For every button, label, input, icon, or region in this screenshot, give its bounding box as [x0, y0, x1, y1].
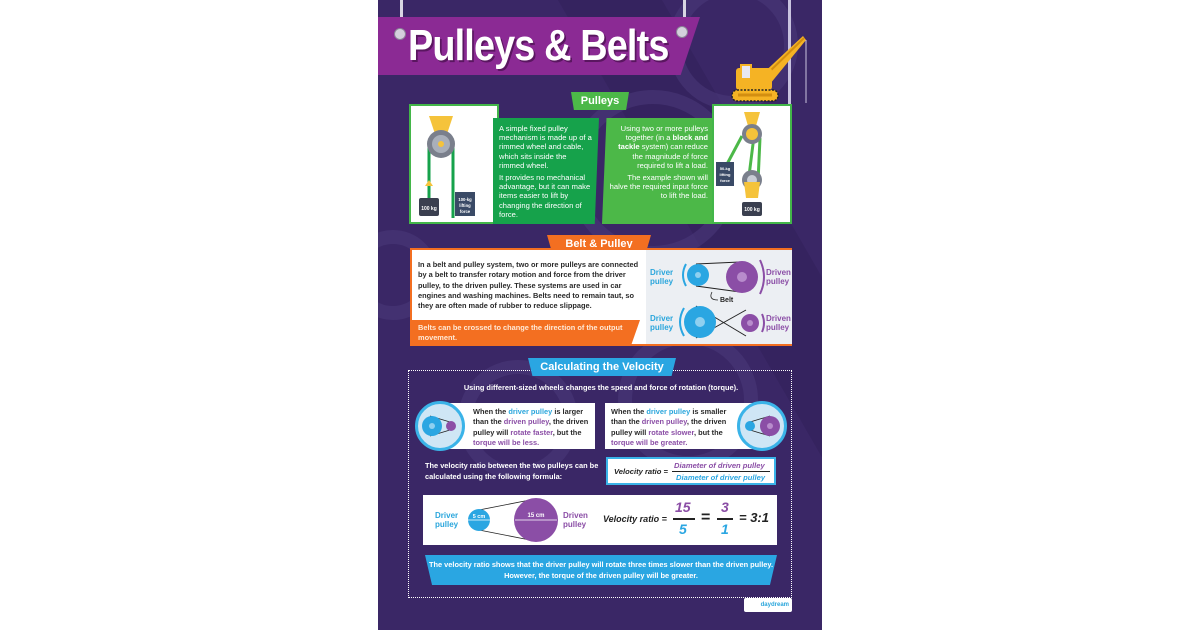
section-tag-velocity-ratio: Calculating the Velocity Ratio: [528, 358, 676, 376]
screw-icon: [676, 26, 688, 38]
fraction1-denominator: 5: [679, 521, 687, 537]
svg-text:force: force: [460, 209, 471, 214]
fixed-pulley-icon: 100 kg 100-kg lifting force: [419, 116, 475, 218]
driver-pulley-label-top: Driver pulley: [650, 268, 674, 286]
section-tag-pulleys: Pulleys: [571, 92, 629, 110]
belt-crossed-note: Belts can be crossed to change the direc…: [412, 320, 640, 346]
fraction1-line: [673, 518, 695, 520]
fixed-load-label: 100 kg: [421, 206, 437, 212]
block-and-tackle-icon: 100 kg 50-kg lifting force: [716, 112, 762, 216]
svg-text:lifting: lifting: [720, 172, 731, 177]
daydream-logo: daydream: [744, 598, 792, 612]
formula-lead: The velocity ratio between the two pulle…: [425, 461, 599, 481]
formula-denominator: Diameter of driver pulley: [676, 473, 766, 482]
svg-text:50-kg: 50-kg: [720, 166, 731, 171]
svg-text:100-kg: 100-kg: [458, 197, 472, 202]
fixed-pulley-description: A simple fixed pulley mechanism is made …: [493, 118, 599, 224]
belt-diagram: Belt: [679, 259, 765, 339]
ratio-result: = 3:1: [739, 510, 769, 525]
belt-label: Belt: [720, 297, 734, 304]
svg-text:15 cm: 15 cm: [527, 513, 544, 519]
svg-text:force: force: [720, 178, 731, 183]
block-tackle-paragraph-2: The example shown will halve the require…: [609, 173, 708, 201]
case-driver-smaller: When the driver pulley is smaller than t…: [605, 403, 761, 449]
block-and-tackle-description: Using two or more pulleys together (in a…: [602, 118, 714, 224]
svg-text:lifting: lifting: [459, 203, 471, 208]
block-load-label: 100 kg: [744, 207, 760, 213]
belt-diagram-area: Belt Driver pulley Driven pulley Driver …: [646, 250, 792, 344]
formula-divider: [672, 471, 770, 472]
equals-sign: =: [701, 509, 711, 526]
formula-box: Velocity ratio = Diameter of driven pull…: [606, 457, 776, 485]
smaller-driver-icon: [737, 401, 787, 451]
example-driven-label: Driven pulley: [563, 511, 588, 529]
driver-pulley-label-bottom: Driver pulley: [650, 314, 674, 332]
case-driver-larger: When the driver pulley is larger than th…: [439, 403, 595, 449]
formula-numerator: Diameter of driven pulley: [674, 461, 765, 470]
velocity-conclusion: The velocity ratio shows that the driver…: [425, 555, 777, 585]
driven-pulley-label-top: Driven pulley: [766, 268, 791, 286]
fraction2-denominator: 1: [721, 521, 729, 537]
fixed-pulley-figure: 100 kg 100-kg lifting force: [409, 104, 499, 224]
poster: Pulleys & Belts Pulleys 100 kg 100-kg li…: [378, 0, 822, 630]
belt-pulley-panel: In a belt and pulley system, two or more…: [410, 248, 792, 346]
belt-pulley-body: In a belt and pulley system, two or more…: [418, 260, 639, 311]
title-banner: [378, 17, 700, 75]
example-lhs: Velocity ratio =: [603, 514, 667, 524]
example-calculation: 5 cm 15 cm Driver pulley Driven pulley V…: [423, 495, 777, 545]
driven-pulley-label-bottom: Driven pulley: [766, 314, 791, 332]
svg-text:5 cm: 5 cm: [473, 514, 486, 520]
fixed-pulley-paragraph-2: It provides no mechanical advantage, but…: [499, 173, 591, 219]
block-tackle-paragraph-1: Using two or more pulleys together (in a…: [618, 124, 708, 170]
velocity-intro: Using different-sized wheels changes the…: [463, 383, 739, 392]
hanger: [683, 0, 686, 20]
fraction2-numerator: 3: [721, 499, 729, 515]
velocity-ratio-panel: Using different-sized wheels changes the…: [408, 370, 792, 598]
screw-icon: [394, 28, 406, 40]
example-pulley-diagram: 5 cm 15 cm: [468, 498, 558, 542]
page-title: Pulleys & Belts: [408, 21, 669, 70]
larger-driver-icon: [415, 401, 465, 451]
hanger: [400, 0, 403, 20]
rope-decoration: [788, 0, 791, 160]
example-driver-label: Driver pulley: [435, 511, 459, 529]
crane-icon: [731, 36, 807, 103]
block-and-tackle-figure: 100 kg 50-kg lifting force: [712, 104, 792, 224]
formula-lhs: Velocity ratio =: [614, 467, 668, 476]
fraction2-line: [717, 518, 733, 520]
fixed-pulley-paragraph-1: A simple fixed pulley mechanism is made …: [499, 124, 592, 170]
fraction1-numerator: 15: [675, 499, 691, 515]
